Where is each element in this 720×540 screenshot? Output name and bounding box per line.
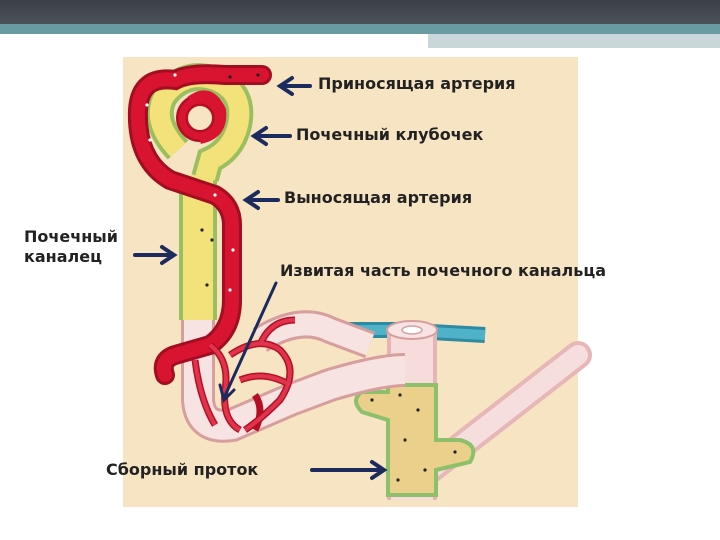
arrow-efferent <box>242 190 280 210</box>
header-light-stripe <box>428 34 720 48</box>
label-convoluted-part: Извитая часть почечного канальца <box>280 261 606 280</box>
arrow-glomerulus <box>250 126 292 146</box>
label-glomerulus: Почечный клубочек <box>296 125 484 144</box>
arrow-renal-tubule <box>133 245 178 265</box>
duct-dots <box>200 73 457 482</box>
decorative-dots <box>145 73 235 292</box>
arrow-convoluted-part <box>218 281 278 403</box>
label-collecting-duct: Сборный проток <box>106 460 259 479</box>
label-efferent-artery: Выносящая артерия <box>284 188 473 207</box>
arrow-collecting-duct <box>310 460 388 480</box>
collecting-duct-fill <box>354 383 476 497</box>
label-afferent-artery: Приносящая артерия <box>318 74 516 93</box>
header-bar <box>0 0 720 24</box>
label-renal-tubule-line2: каналец <box>24 247 102 266</box>
arrow-afferent <box>276 76 312 96</box>
label-renal-tubule-line1: Почечный <box>24 227 118 246</box>
header-accent-stripe <box>0 24 720 34</box>
